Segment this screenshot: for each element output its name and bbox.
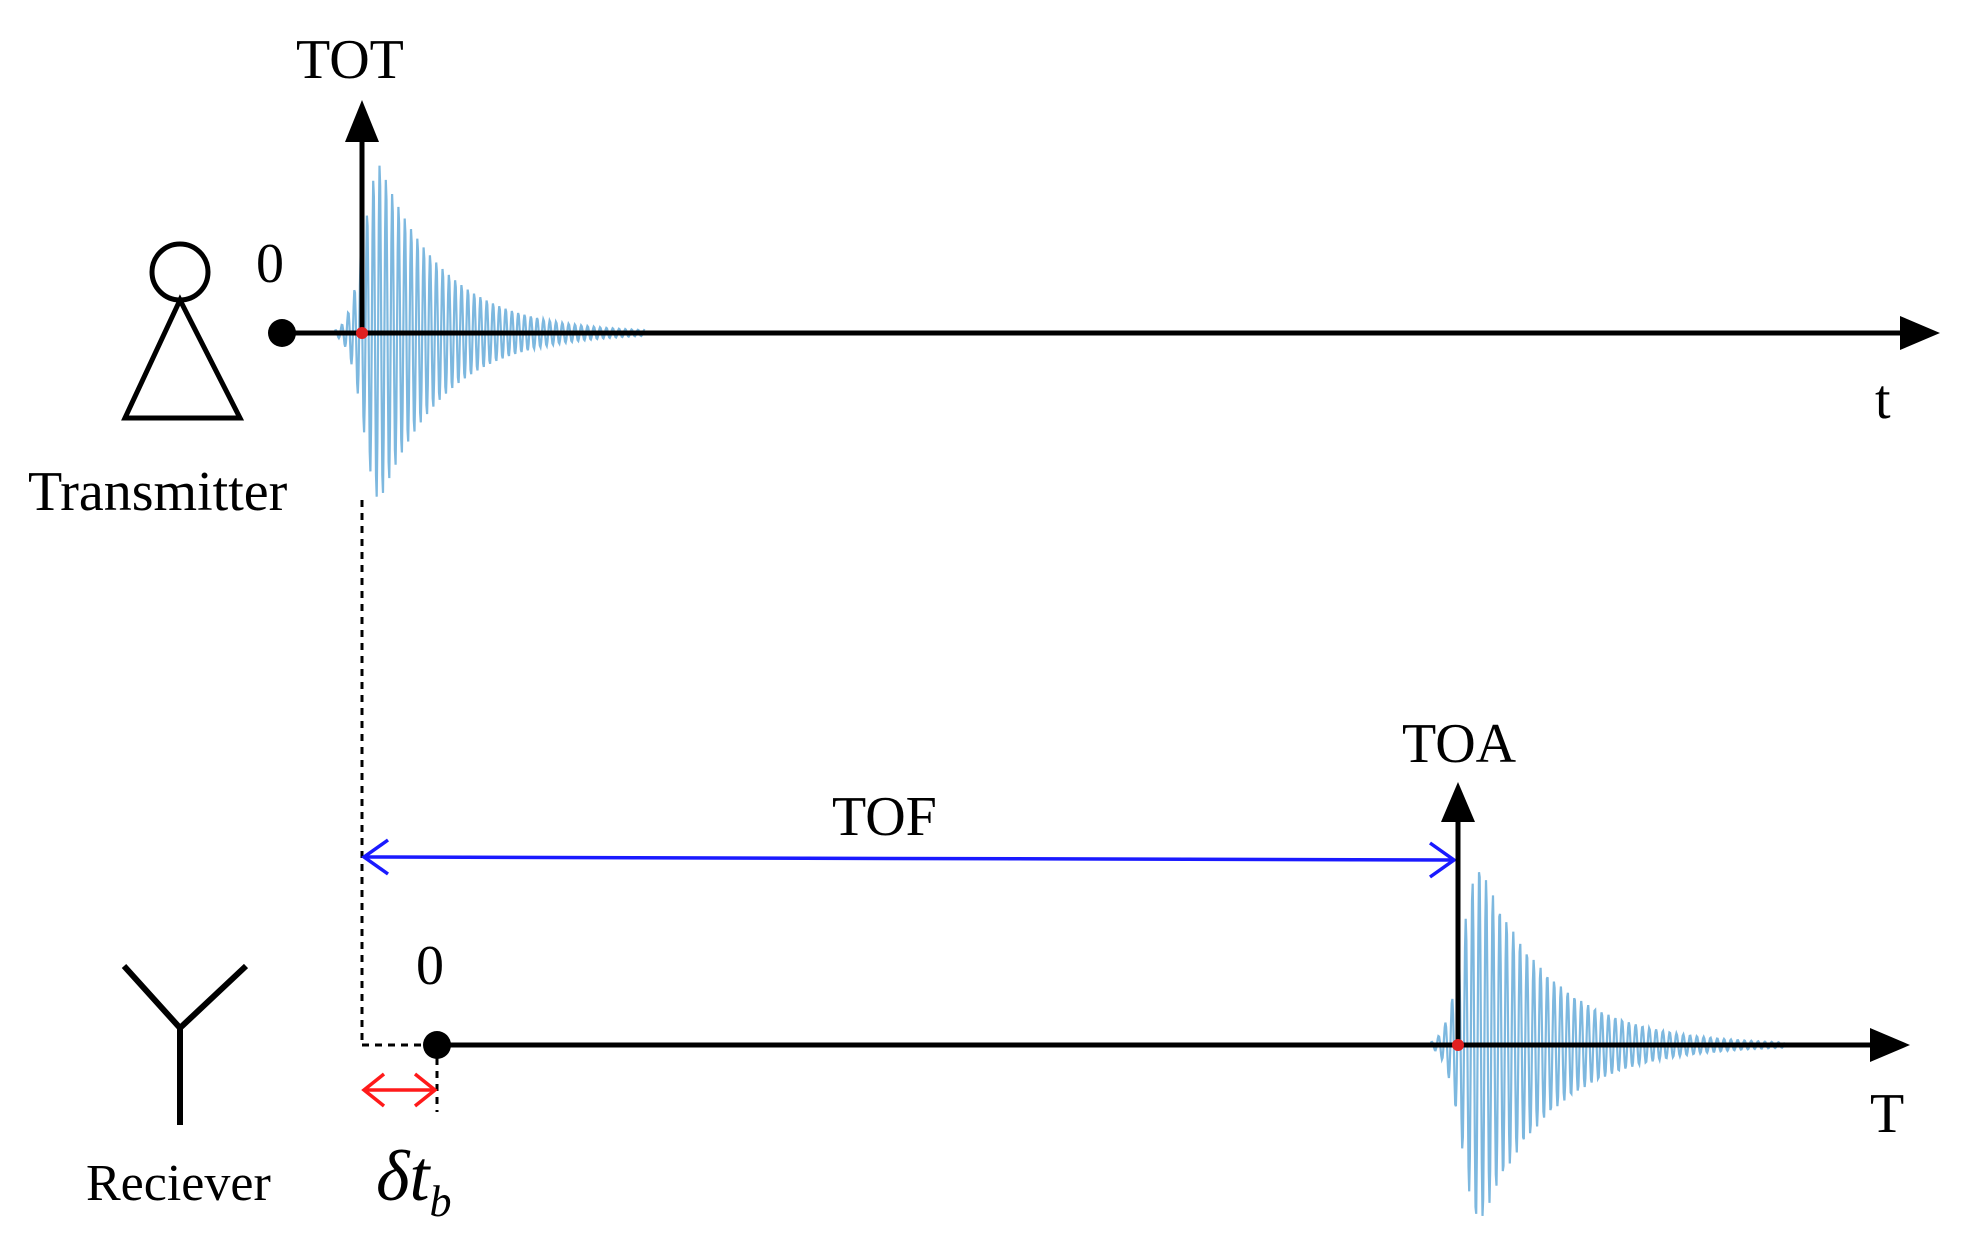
toa-event-point [1452,1039,1464,1051]
receiver-origin-label: 0 [416,935,444,997]
transmitter-icon [121,241,245,421]
toa-arrowhead [1441,782,1475,822]
transmitter-axis-arrowhead [1900,316,1940,350]
clock-offset-arrow [361,1072,438,1108]
clock-offset-symbol: δt [376,1136,431,1216]
tof-label: TOF [832,786,937,848]
transmitter-label: Transmitter [28,461,288,523]
receiver-axis-arrowhead [1870,1028,1910,1062]
transmitter-origin-dot [268,319,296,347]
receiver-antenna-icon [121,963,249,1125]
transmitter-axis-label: t [1875,369,1891,431]
tot-arrowhead [345,100,379,142]
tot-label: TOT [296,29,404,91]
transmitter-origin-label: 0 [256,233,284,295]
toa-label: TOA [1402,713,1517,775]
transmitted-pulse [332,165,646,497]
receiver-origin-dot [423,1031,451,1059]
clock-offset-subscript: b [429,1177,451,1226]
receiver-label: Reciever [86,1155,271,1212]
tof-arrow [360,838,1458,879]
tot-event-point [356,327,368,339]
clock-offset-label: δtb [376,1136,451,1226]
receiver-axis-label: T [1870,1083,1904,1145]
